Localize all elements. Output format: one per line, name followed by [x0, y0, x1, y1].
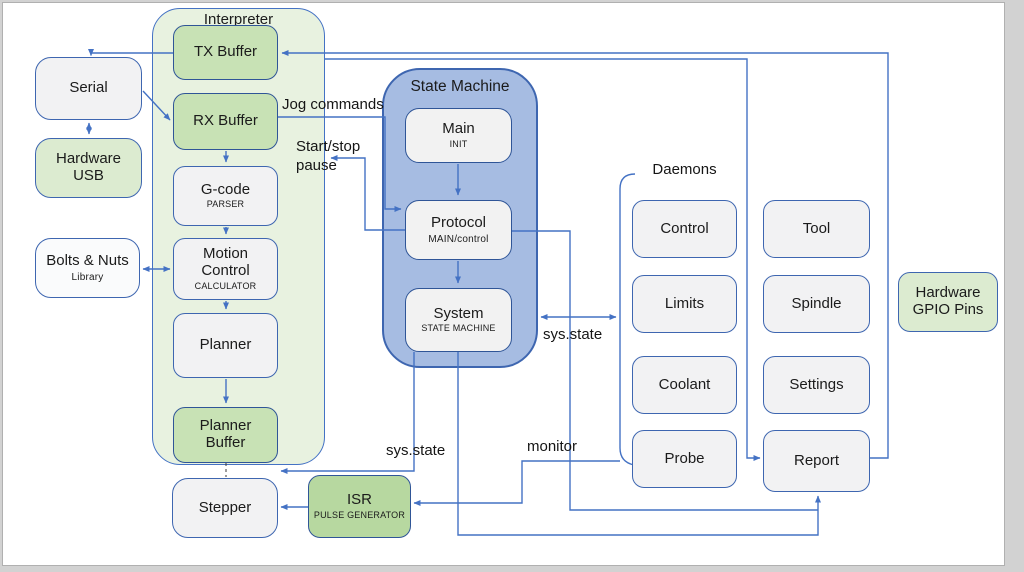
edge-report-to-tx-buffer [281, 50, 889, 459]
interpreter-group-label: Interpreter [203, 11, 274, 28]
edge-monitor-to-isr [413, 460, 620, 506]
state-machine-group-label: State Machine [410, 78, 510, 95]
interpreter-group: Interpreter [152, 8, 325, 465]
edge-tx-buffer-to-serial [88, 49, 173, 56]
edge-start-stop-pause [330, 155, 405, 231]
edge-system-to-report [457, 352, 821, 536]
edge-interpreter-to-report [325, 58, 761, 461]
daemons-bracket [619, 173, 636, 466]
edge-serial-to-rx-buffer [142, 90, 171, 121]
edge-protocol-to-report [512, 230, 818, 511]
edge-sys-state-to-interpreter [280, 352, 415, 474]
edge-jog-commands [278, 116, 402, 212]
